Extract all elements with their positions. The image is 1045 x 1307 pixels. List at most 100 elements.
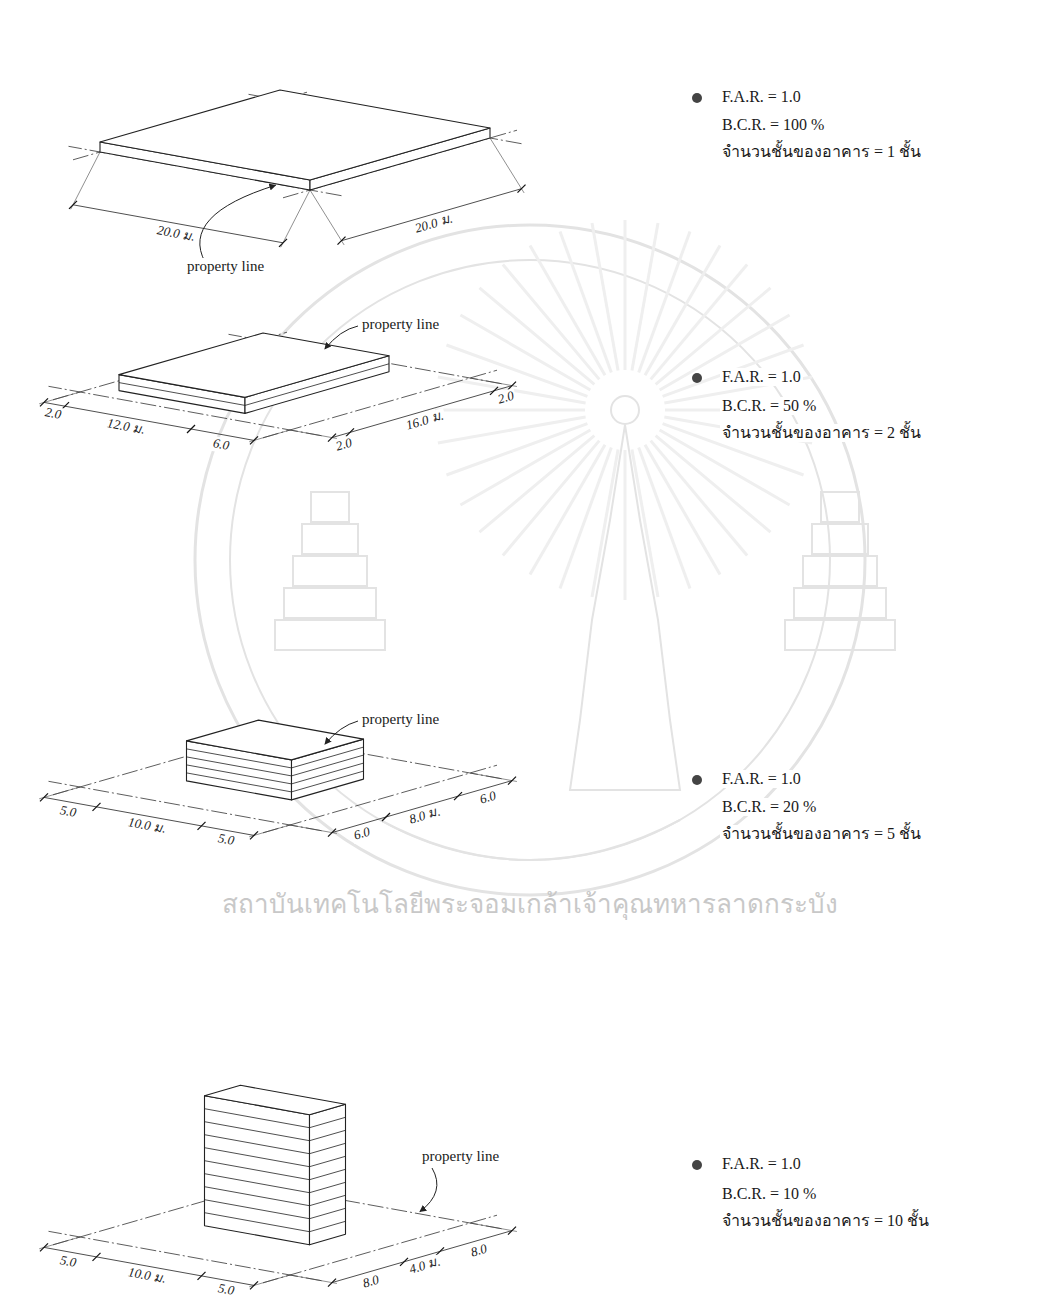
dimension-label: 5.0: [215, 831, 238, 849]
property-line-label: property line: [420, 1148, 501, 1165]
floor-line: [187, 771, 364, 792]
ratio-note: จำนวนชั้นของอาคาร = 5 ชั้น: [720, 825, 923, 843]
dimension-label: 8.0: [359, 1272, 383, 1292]
ratio-note: B.C.R. = 10 %: [720, 1185, 818, 1203]
leader-arrow: [325, 721, 358, 744]
dimension-label: 6.0: [476, 788, 500, 808]
floor-line: [187, 763, 364, 784]
watermark-ray: [530, 245, 605, 375]
bullet-dot: [692, 775, 702, 785]
dimension-tick: [187, 425, 195, 433]
ratio-note: B.C.R. = 100 %: [720, 116, 826, 134]
leader-arrow: [200, 185, 276, 262]
dimension-line: [332, 781, 512, 833]
floor-line: [205, 1135, 346, 1154]
extension-line: [249, 430, 290, 442]
floor-line: [205, 1109, 346, 1128]
dimension-tick: [250, 1281, 258, 1289]
dimension-label: 5.0: [215, 1281, 238, 1299]
watermark-tower-tier: [785, 620, 895, 650]
watermark-emblem: [195, 220, 895, 895]
floor-line: [205, 1161, 346, 1180]
extension-line: [490, 138, 524, 193]
dimension-tick: [93, 1253, 101, 1261]
watermark-ray: [639, 448, 690, 589]
property-line-label: property line: [185, 258, 266, 275]
dimension-label: 12.0 ม.: [104, 416, 148, 438]
ratio-note: จำนวนชั้นของอาคาร = 2 ชั้น: [720, 424, 923, 442]
watermark-ray: [632, 223, 658, 371]
watermark-ray: [624, 450, 627, 600]
ratio-note: B.C.R. = 20 %: [720, 798, 818, 816]
watermark-text: สถาบันเทคโนโลยีพระจอมเกล้าเจ้าคุณทหารลาด…: [222, 890, 838, 920]
dimension-label: 2.0: [332, 435, 356, 455]
ratio-note: B.C.R. = 50 %: [720, 397, 818, 415]
site-diagram: [69, 90, 703, 262]
watermark-tower-tier: [812, 524, 868, 554]
watermark-ray: [639, 231, 690, 372]
bullet-dot: [692, 373, 702, 383]
building-roof: [119, 333, 389, 397]
watermark-tower-tier: [803, 556, 877, 586]
building-mass: [119, 333, 389, 413]
dimension-line: [342, 189, 522, 241]
watermark-ray: [624, 220, 627, 370]
watermark-ray: [560, 448, 611, 589]
watermark-tower-tier: [275, 620, 385, 650]
property-line-label: property line: [360, 711, 441, 728]
watermark-ray: [460, 430, 590, 505]
watermark-ray: [592, 449, 618, 597]
watermark-ring: [195, 225, 865, 895]
property-line-label: property line: [360, 316, 441, 333]
dimension-label: 5.0: [57, 1253, 80, 1271]
watermark-ray: [446, 424, 587, 475]
site-diagram: [39, 1085, 702, 1289]
dimension-tick: [518, 185, 526, 193]
floor-line: [187, 755, 364, 776]
extension-line: [470, 378, 517, 386]
dimension-label: 16.0 ม.: [402, 408, 447, 434]
leader-arrow: [325, 326, 358, 349]
watermark-tower-tier: [302, 524, 358, 554]
dimension-label: 4.0 ม.: [406, 1254, 444, 1278]
extension-line: [470, 773, 517, 781]
extension-line: [39, 1237, 80, 1249]
dimension-tick: [279, 239, 287, 247]
dimension-tick: [93, 803, 101, 811]
floor-line: [187, 747, 364, 768]
watermark-ray: [435, 409, 585, 412]
dimension-label: 10.0 ม.: [125, 815, 169, 837]
watermark-ray: [503, 441, 599, 556]
watermark-ray: [645, 445, 720, 575]
dimension-tick: [250, 436, 258, 444]
dimension-label: 20.0 ม.: [154, 223, 198, 245]
extension-line: [290, 825, 337, 833]
watermark-tower-tier: [284, 588, 376, 618]
building-mass: [187, 720, 364, 800]
leader-arrow: [420, 1168, 437, 1212]
dimension-label: 2.0: [494, 388, 518, 408]
watermark-tower-tier: [821, 492, 859, 522]
dimension-line: [332, 386, 512, 438]
ratio-note: F.A.R. = 1.0: [720, 770, 803, 788]
floor-line: [205, 1174, 346, 1193]
ratio-note: F.A.R. = 1.0: [720, 88, 803, 106]
dimension-label: 20.0 ม.: [412, 211, 457, 237]
site-diagram: [39, 720, 702, 839]
floor-line: [205, 1187, 346, 1206]
watermark-ray: [560, 231, 611, 372]
extension-line: [290, 1275, 337, 1283]
watermark-tower-tier: [794, 588, 886, 618]
dimension-tick: [508, 777, 516, 785]
extension-line: [281, 190, 310, 247]
dimension-label: 6.0: [209, 435, 232, 453]
dimension-tick: [40, 793, 48, 801]
watermark-ray: [651, 264, 747, 379]
watermark-base: [380, 820, 680, 860]
watermark-tower-tier: [311, 492, 349, 522]
watermark-sun: [611, 396, 639, 424]
watermark-spire: [570, 425, 680, 790]
extension-line: [249, 1275, 290, 1287]
